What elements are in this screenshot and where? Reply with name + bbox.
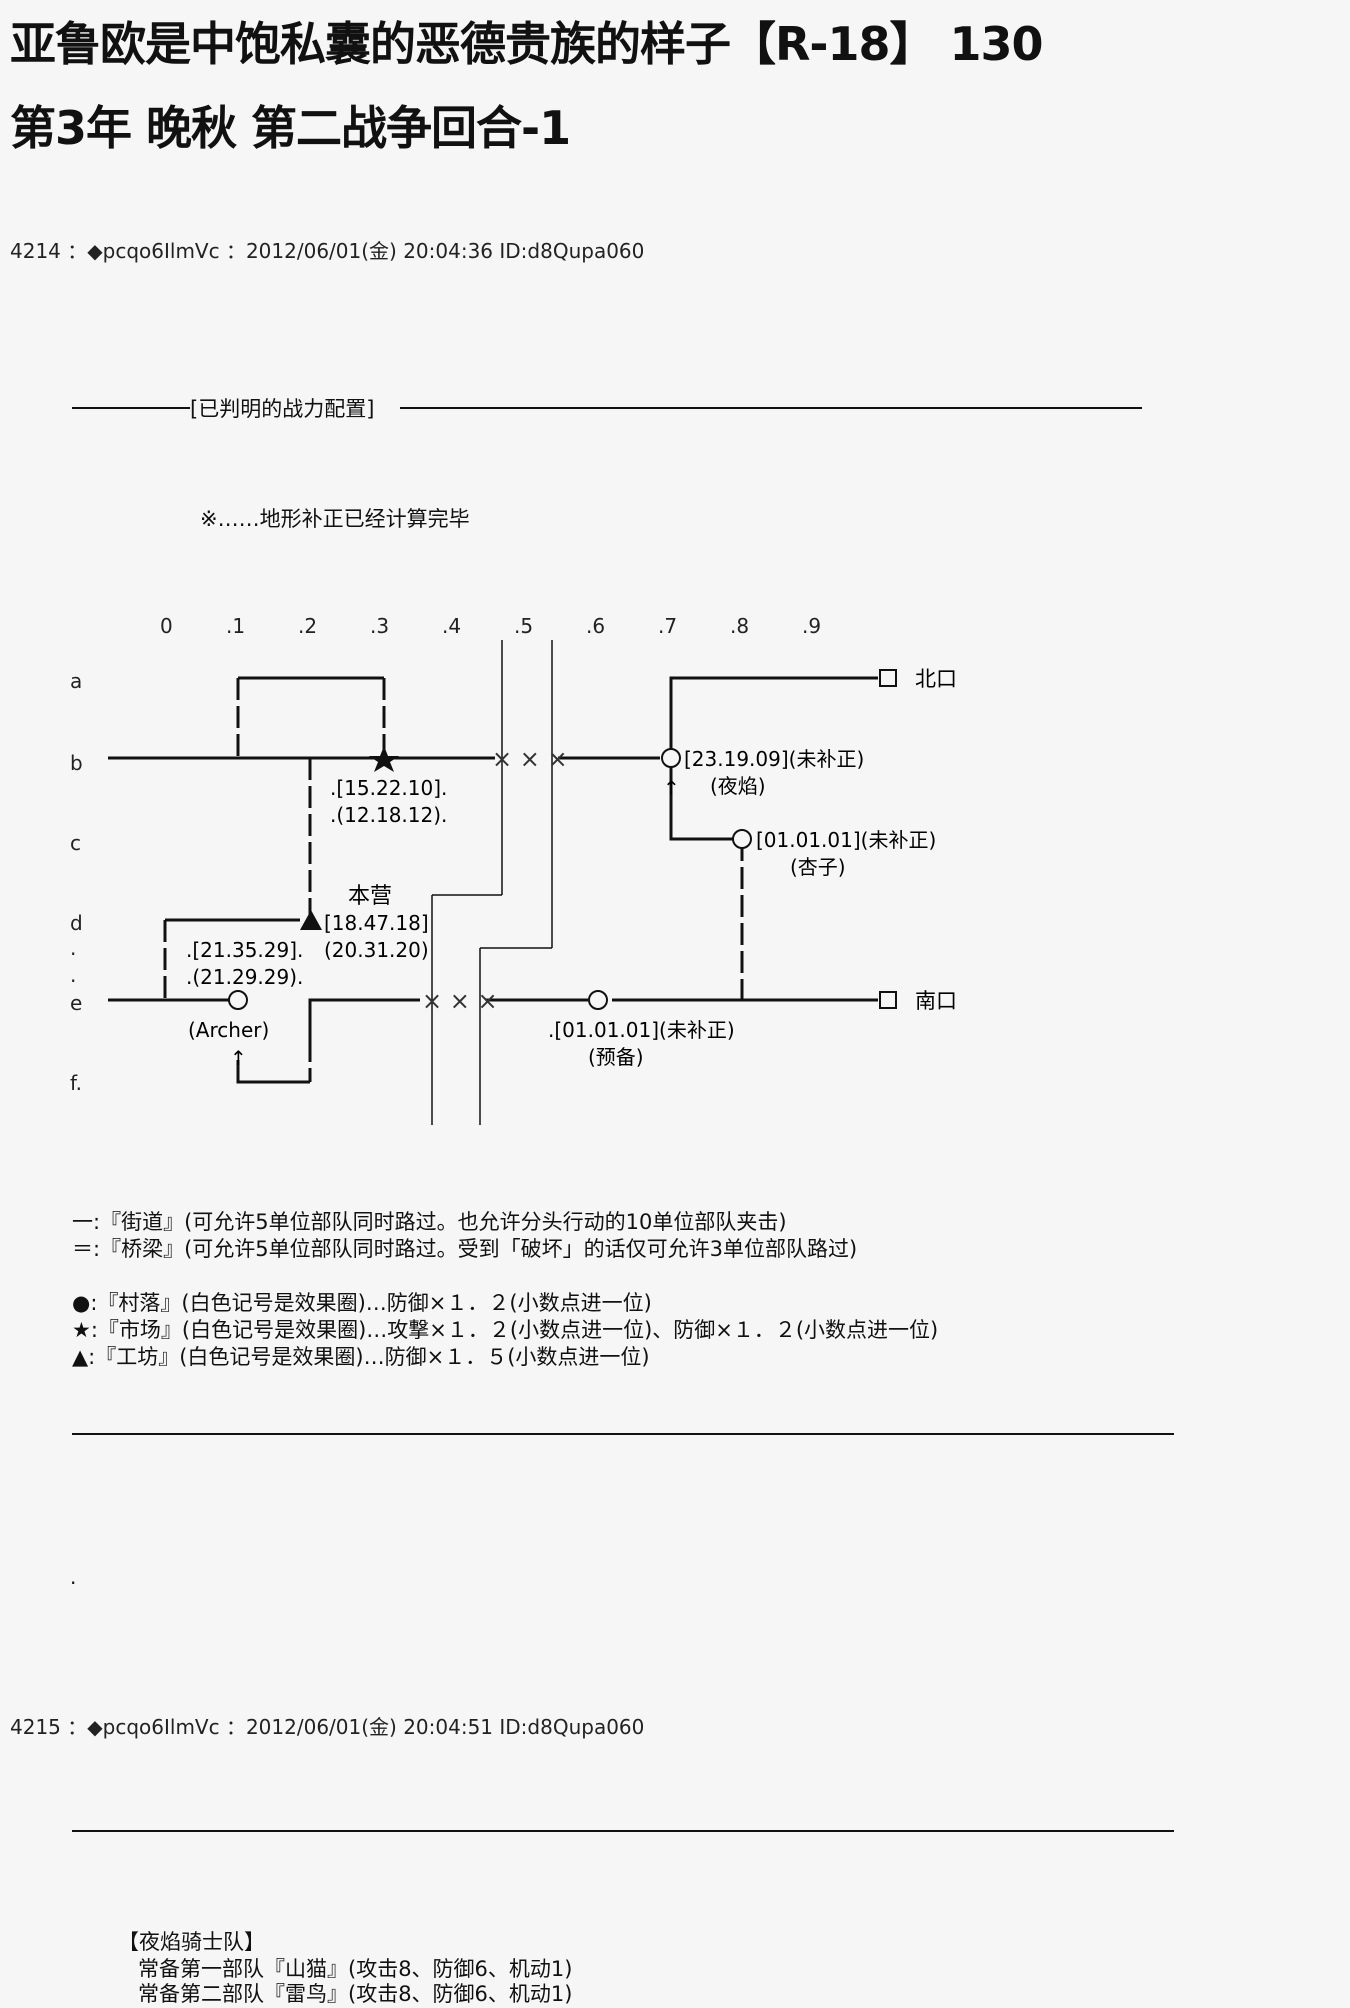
legend-workshop: ▲:『工坊』(白色记号是效果圈)…防御×１．５(小数点进一位) — [72, 1345, 650, 1369]
dashed-roads — [163, 678, 744, 1082]
workshop-triangle-icon — [300, 910, 322, 930]
thread-title: 亚鲁欧是中饱私囊的恶德贵族的样子【R-18】 130 — [10, 17, 1044, 71]
stray-dot: . — [70, 1565, 77, 1589]
post-header: 4214 ：◆pcqo6IlmVc ：2012/06/01(金) 20:04:3… — [10, 239, 645, 263]
col-label: .6 — [586, 614, 605, 638]
roster-heading: 【夜焰骑士队】 — [118, 1930, 265, 1954]
bridge-crossing: × × × — [422, 987, 498, 1015]
col-label: .8 — [730, 614, 749, 638]
divider — [72, 1433, 1174, 1435]
archer-stats: .(21.29.29). — [186, 965, 303, 989]
reserve-stats: .[01.01.01](未补正) — [548, 1018, 735, 1042]
hq-label: 本营 — [348, 884, 392, 909]
row-label: . — [70, 936, 76, 960]
reserve-label: (预备) — [588, 1045, 644, 1069]
row-label: f. — [70, 1071, 82, 1095]
chapter-title: 第3年 晚秋 第二战争回合-1 — [10, 101, 571, 155]
legend-road: 一:『街道』(可允许5单位部队同时路过。也允许分头行动的10单位部队夹击) — [72, 1210, 787, 1234]
star-stats: .[15.22.10]. — [330, 776, 447, 800]
col-label: .2 — [298, 614, 317, 638]
yeyan-label: (夜焰) — [710, 774, 766, 798]
star-stats: .(12.18.12). — [330, 803, 447, 827]
section-title: [已判明的战力配置] — [190, 397, 375, 421]
archer-label: (Archer) — [188, 1018, 269, 1042]
village-circle-icon — [588, 990, 608, 1010]
divider — [72, 1830, 1174, 1832]
legend-village: ●:『村落』(白色记号是效果圈)…防御×１．２(小数点进一位) — [72, 1291, 652, 1315]
col-label: .3 — [370, 614, 389, 638]
north-gate-label: 北口 — [915, 667, 957, 691]
row-label: b — [70, 751, 83, 775]
hq-stats: [18.47.18] — [324, 911, 429, 935]
row-label: a — [70, 669, 82, 693]
market-star-icon — [369, 746, 399, 772]
terrain-note: ※……地形补正已经计算完毕 — [200, 507, 470, 531]
yeyan-stats: [23.19.09](未补正) — [684, 747, 864, 771]
col-label: .5 — [514, 614, 533, 638]
col-label: 0 — [160, 614, 173, 638]
south-gate-icon — [879, 991, 897, 1009]
archer-stats: .[21.35.29]. — [186, 938, 303, 962]
row-label: e — [70, 991, 82, 1015]
hq-stats: (20.31.20) — [324, 938, 429, 962]
battle-map: 0 .1 .2 .3 .4 .5 .6 .7 .8 .9 a b c d . .… — [70, 614, 957, 1125]
roster-unit: 常备第一部队『山猫』(攻击8、防御6、机动1) — [138, 1957, 573, 1981]
bridges — [431, 640, 553, 1125]
divider — [72, 407, 190, 409]
row-label: . — [70, 963, 76, 987]
roster-unit: 常备第二部队『雷鸟』(攻击8、防御6、机动1) — [138, 1982, 573, 2006]
arrow-up-icon: ↑ — [663, 776, 680, 800]
south-gate-label: 南口 — [915, 989, 957, 1013]
roads — [108, 676, 878, 1084]
col-label: .4 — [442, 614, 461, 638]
village-circle-icon — [661, 748, 681, 768]
col-label: .1 — [226, 614, 245, 638]
col-label: .7 — [658, 614, 677, 638]
row-label: d — [70, 911, 83, 935]
legend-market: ★:『市场』(白色记号是效果圈)…攻撃×１．２(小数点进一位)、防御×１．２(小… — [72, 1318, 939, 1342]
row-label: c — [70, 831, 81, 855]
divider — [400, 407, 1142, 409]
post-header: 4215 ：◆pcqo6IlmVc ：2012/06/01(金) 20:04:5… — [10, 1715, 645, 1739]
xingzi-stats: [01.01.01](未补正) — [756, 828, 936, 852]
col-label: .9 — [802, 614, 821, 638]
village-circle-icon — [228, 990, 248, 1010]
village-circle-icon — [732, 829, 752, 849]
north-gate-icon — [879, 669, 897, 687]
xingzi-label: (杏子) — [790, 855, 846, 879]
arrow-up-icon: ↑ — [230, 1046, 247, 1070]
bridge-crossing: × × × — [492, 745, 568, 773]
legend-bridge: ＝:『桥梁』(可允许5单位部队同时路过。受到「破坏」的话仅可允许3单位部队路过) — [72, 1237, 858, 1261]
